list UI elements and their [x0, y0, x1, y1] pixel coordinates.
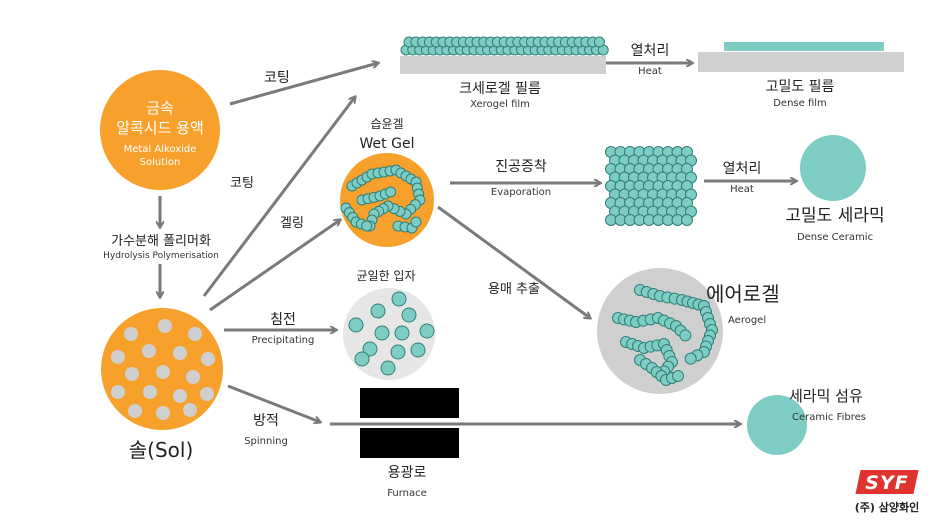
arrow-solvent-extraction: [437, 205, 590, 318]
wet-gel-network: [340, 164, 426, 234]
aerogel-network: [612, 284, 718, 386]
dense-ceramic-label-en: Dense Ceramic: [796, 232, 874, 243]
particle: [679, 329, 692, 342]
coating-mid-label: 코팅: [230, 176, 254, 191]
particle: [681, 214, 693, 226]
metal-alkoxide-label-en-1: Metal Alkoxide: [123, 144, 197, 155]
metal-alkoxide-circle: [100, 70, 220, 190]
uniform-particles: [348, 291, 435, 376]
dense-ceramic-circle: [800, 135, 866, 201]
ceramic-fibres-circle: [747, 395, 807, 455]
company-name: (주) 삼양화인: [854, 501, 920, 514]
uniform-particles-label: 균일한 입자: [356, 269, 416, 283]
evaporation-label-ko: 진공증착: [495, 159, 547, 175]
arrow-sol-coating: [202, 97, 355, 297]
heat2-label-en: Heat: [730, 184, 754, 195]
particle: [410, 216, 422, 228]
metal-alkoxide-label-ko-2: 알콕시드 용액: [116, 119, 204, 137]
process-arrows: [160, 63, 796, 424]
furnace-top: [360, 388, 459, 418]
particle: [684, 352, 697, 365]
metal-alkoxide-label-en-2: Solution: [139, 157, 181, 168]
furnace-label-en: Furnace: [387, 488, 427, 499]
dense-film-layer: [724, 42, 884, 51]
coating-top-label: 코팅: [264, 70, 290, 86]
dense-particle-block: [605, 146, 697, 226]
particle: [672, 370, 684, 382]
arrow-coating-to-xerogel: [229, 63, 378, 106]
ceramic-fibres-label-en: Ceramic Fibres: [792, 412, 866, 423]
gelling-label: 겔링: [280, 216, 304, 231]
xerogel-label-ko: 크세로겔 필름: [459, 81, 541, 97]
particle: [361, 220, 373, 232]
precipitating-label-en: Precipitating: [251, 335, 315, 346]
particle: [593, 36, 605, 48]
arrow-sol-gelling: [209, 220, 340, 312]
wet-gel-label-ko: 습윤겔: [370, 117, 404, 131]
arrow-spinning: [227, 384, 320, 422]
heat2-label-ko: 열처리: [722, 161, 762, 177]
metal-alkoxide-label-ko-1: 금속: [146, 99, 174, 117]
furnace-label-ko: 용광로: [387, 465, 427, 481]
particle: [385, 186, 397, 198]
dense-film-label-ko: 고밀도 필름: [765, 79, 835, 95]
precipitating-label-ko: 침전: [270, 312, 296, 328]
hydrolysis-label-ko: 가수분해 폴리머화: [111, 234, 211, 249]
heat1-label-ko: 열처리: [630, 43, 670, 59]
sol-label: 솔(Sol): [128, 438, 194, 462]
heat1-label-en: Heat: [638, 66, 662, 77]
xerogel-label-en: Xerogel film: [470, 99, 530, 110]
syf-logo-text: SYF: [865, 472, 909, 494]
aerogel-label-ko: 에어로겔: [706, 282, 780, 306]
aerogel-label-en: Aerogel: [728, 315, 767, 326]
xerogel-substrate: [400, 56, 606, 74]
sol-particles: [111, 319, 215, 420]
spinning-label-en: Spinning: [244, 436, 288, 447]
furnace-bottom: [360, 428, 459, 458]
dense-ceramic-label-ko: 고밀도 세라믹: [785, 206, 885, 226]
dense-film-label-en: Dense film: [773, 98, 827, 109]
wet-gel-label-en: Wet Gel: [359, 136, 415, 152]
evaporation-label-en: Evaporation: [490, 187, 552, 198]
ceramic-fibres-label-ko: 세라믹 섬유: [789, 387, 863, 405]
dense-film-substrate: [698, 52, 904, 72]
spinning-label-ko: 방적: [253, 413, 279, 429]
solvent-extraction-label: 용매 추출: [488, 282, 540, 297]
xerogel-particles: [400, 36, 609, 56]
hydrolysis-label-en: Hydrolysis Polymerisation: [103, 251, 219, 261]
